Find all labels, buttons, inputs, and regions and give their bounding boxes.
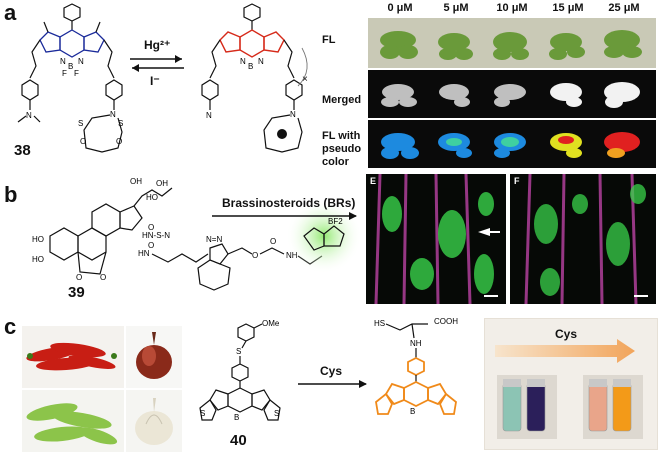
cooh-text: COOH: [434, 317, 458, 326]
svg-text:HS: HS: [374, 319, 385, 328]
cys-reaction-label: Cys: [320, 364, 343, 378]
svg-text:×: ×: [302, 74, 308, 85]
svg-text:S: S: [78, 119, 83, 128]
svg-text:F: F: [62, 69, 67, 78]
svg-text:O: O: [76, 273, 82, 282]
svg-text:O: O: [80, 137, 86, 146]
svg-text:N: N: [78, 57, 84, 66]
svg-text:B: B: [410, 407, 415, 416]
svg-text:N=N: N=N: [206, 235, 222, 244]
svg-text:BF2: BF2: [328, 217, 343, 226]
chili-photo: [22, 326, 124, 388]
svg-text:O: O: [252, 251, 258, 260]
fl-row-image: [368, 18, 656, 68]
svg-text:S: S: [274, 409, 279, 418]
svg-text:N: N: [290, 110, 296, 119]
svg-text:N: N: [60, 57, 66, 66]
row-label-pseudo: FL with pseudo color: [322, 130, 362, 168]
reagent-reverse: I⁻: [150, 74, 160, 88]
svg-text:S: S: [200, 409, 205, 418]
panel-a-letter: a: [4, 0, 17, 25]
svg-text:O: O: [270, 237, 276, 246]
bodipy-glow: BF2: [286, 198, 362, 274]
svg-text:HN-S-N: HN-S-N: [142, 231, 170, 240]
micrograph-f-label: F: [514, 176, 520, 186]
pepper-photo: [22, 390, 124, 452]
product-structure: HS COOH NH B: [374, 317, 458, 416]
svg-text:B: B: [248, 62, 253, 71]
micrograph-f: F: [510, 174, 656, 304]
conc-5: 5 μM: [443, 2, 469, 14]
svg-text:N: N: [258, 57, 264, 66]
panel-b-letter: b: [4, 182, 18, 207]
row-label-merged: Merged: [322, 94, 362, 106]
merged-row-image: [368, 70, 656, 118]
conc-25: 25 μM: [608, 2, 640, 14]
svg-text:O: O: [148, 223, 154, 232]
svg-text:HN: HN: [138, 249, 150, 258]
svg-text:O: O: [148, 241, 154, 250]
compound-39-label: 39: [68, 284, 85, 301]
reaction-arrow-b-icon: [212, 212, 357, 220]
svg-text:HO: HO: [146, 193, 158, 202]
row-label-fl: FL: [322, 34, 336, 46]
panel-c-letter: c: [4, 314, 17, 339]
compound-40-label: 40: [230, 432, 247, 449]
svg-text:B: B: [68, 62, 73, 71]
conc-0: 0 μM: [387, 2, 413, 14]
svg-text:S: S: [236, 347, 241, 356]
svg-text:F: F: [74, 69, 79, 78]
svg-text:HO: HO: [32, 255, 44, 264]
brs-label: Brassinosteroids (BRs): [222, 196, 356, 210]
svg-text:N: N: [110, 110, 116, 119]
svg-text:OH: OH: [156, 179, 168, 188]
svg-text:OH: OH: [130, 177, 142, 186]
micrograph-e-label: E: [370, 176, 377, 186]
compound-40-structure: OMe S B S S: [199, 319, 281, 422]
garlic-photo: [126, 390, 182, 452]
reagent-forward: Hg²⁺: [144, 38, 171, 52]
svg-text:N: N: [26, 111, 32, 120]
conc-15: 15 μM: [552, 2, 584, 14]
reaction-arrow-c-icon: [298, 380, 367, 388]
svg-text:O: O: [116, 137, 122, 146]
onion-photo: [126, 326, 182, 388]
svg-text:O: O: [100, 273, 106, 282]
conc-10: 10 μM: [496, 2, 528, 14]
svg-text:S: S: [118, 119, 123, 128]
svg-text:B: B: [234, 413, 239, 422]
svg-text:N: N: [240, 57, 246, 66]
vial-photo: Cys: [484, 318, 658, 450]
svg-text:N: N: [206, 111, 212, 120]
pseudo-color-row-image: [368, 120, 656, 168]
ome-text: OMe: [262, 319, 280, 328]
hg-complex-structure: N N B N N ×: [201, 3, 308, 153]
compound-38-label: 38: [14, 142, 31, 159]
micrograph-e: E: [366, 174, 506, 304]
vial-cys-label: Cys: [555, 327, 578, 341]
equilibrium-arrow-icon: [130, 55, 184, 72]
svg-text:NH: NH: [410, 339, 422, 348]
svg-text:HO: HO: [32, 235, 44, 244]
